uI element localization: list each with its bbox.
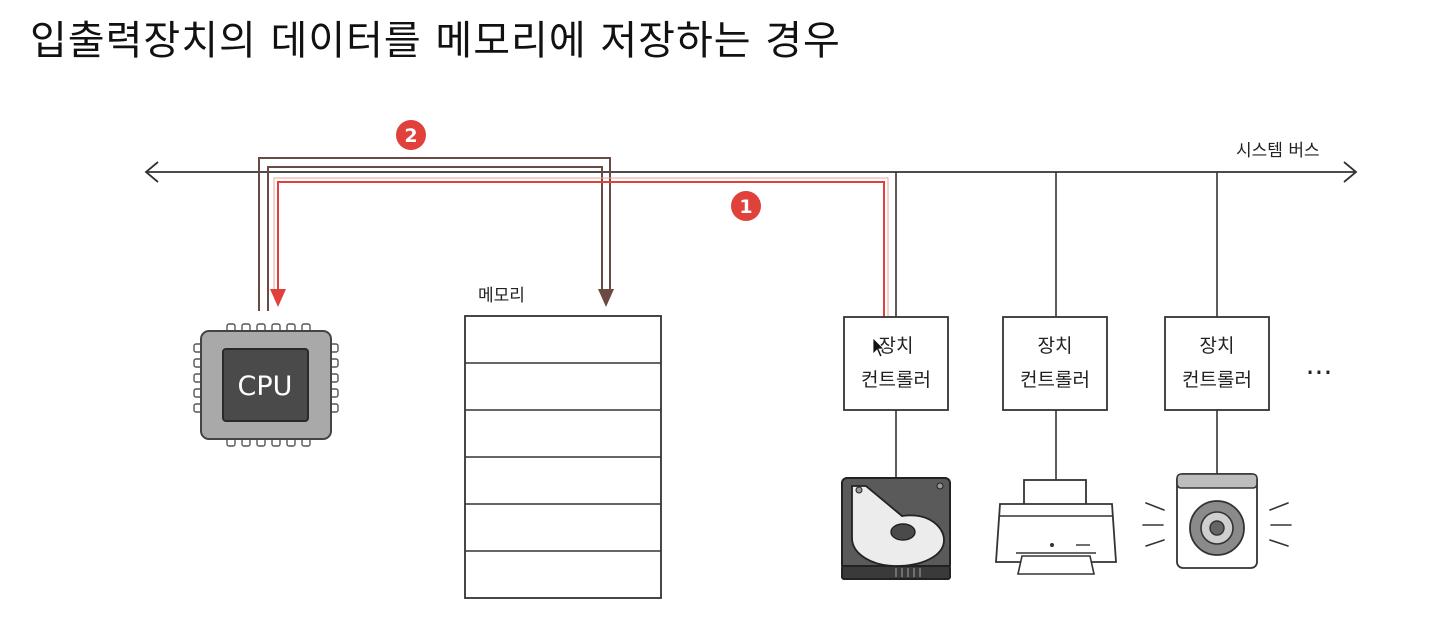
cpu-chip: CPU [193,323,339,447]
path-1-device-to-cpu [270,177,889,317]
system-bus: 시스템 버스 [144,141,1358,183]
system-bus-label: 시스템 버스 [1236,141,1320,161]
controller-1-line2: 컨트롤러 [861,369,931,391]
controller-2-line1: 장치 [1038,335,1073,357]
cpu-label: CPU [238,371,293,402]
page-title: 입출력장치의 데이터를 메모리에 저장하는 경우 [30,18,841,64]
printer-icon [995,479,1117,575]
path-2-cpu-to-memory [258,157,614,311]
step-1-number: 1 [739,196,752,218]
cpu-core [222,348,309,422]
more-devices-ellipsis: ··· [1306,356,1333,389]
memory-label: 메모리 [478,286,525,306]
controller-1-line1: 장치 [879,335,914,357]
device-controller-3: 장치 컨트롤러 [1164,172,1270,478]
step-badge-2: 2 [396,120,426,150]
step-badge-1: 1 [731,191,761,221]
memory-block: 메모리 [464,286,662,599]
sound-waves-right [1269,502,1292,547]
bus-right-arrowhead [1343,161,1358,183]
mouse-cursor-icon [872,337,885,358]
path-1-arrowhead [270,289,286,307]
device-controller-1: 장치 컨트롤러 [843,172,949,478]
controller-2-line2: 컨트롤러 [1020,369,1090,391]
speaker-icon [1142,473,1292,569]
device-controller-2: 장치 컨트롤러 [1002,172,1108,480]
hard-disk-icon [841,477,951,580]
controller-3-line1: 장치 [1200,335,1235,357]
controller-3-line2: 컨트롤러 [1182,369,1252,391]
bus-left-arrowhead [144,161,159,183]
sound-waves-left [1142,502,1165,547]
path-2-arrowhead [598,289,614,307]
step-2-number: 2 [404,125,417,147]
